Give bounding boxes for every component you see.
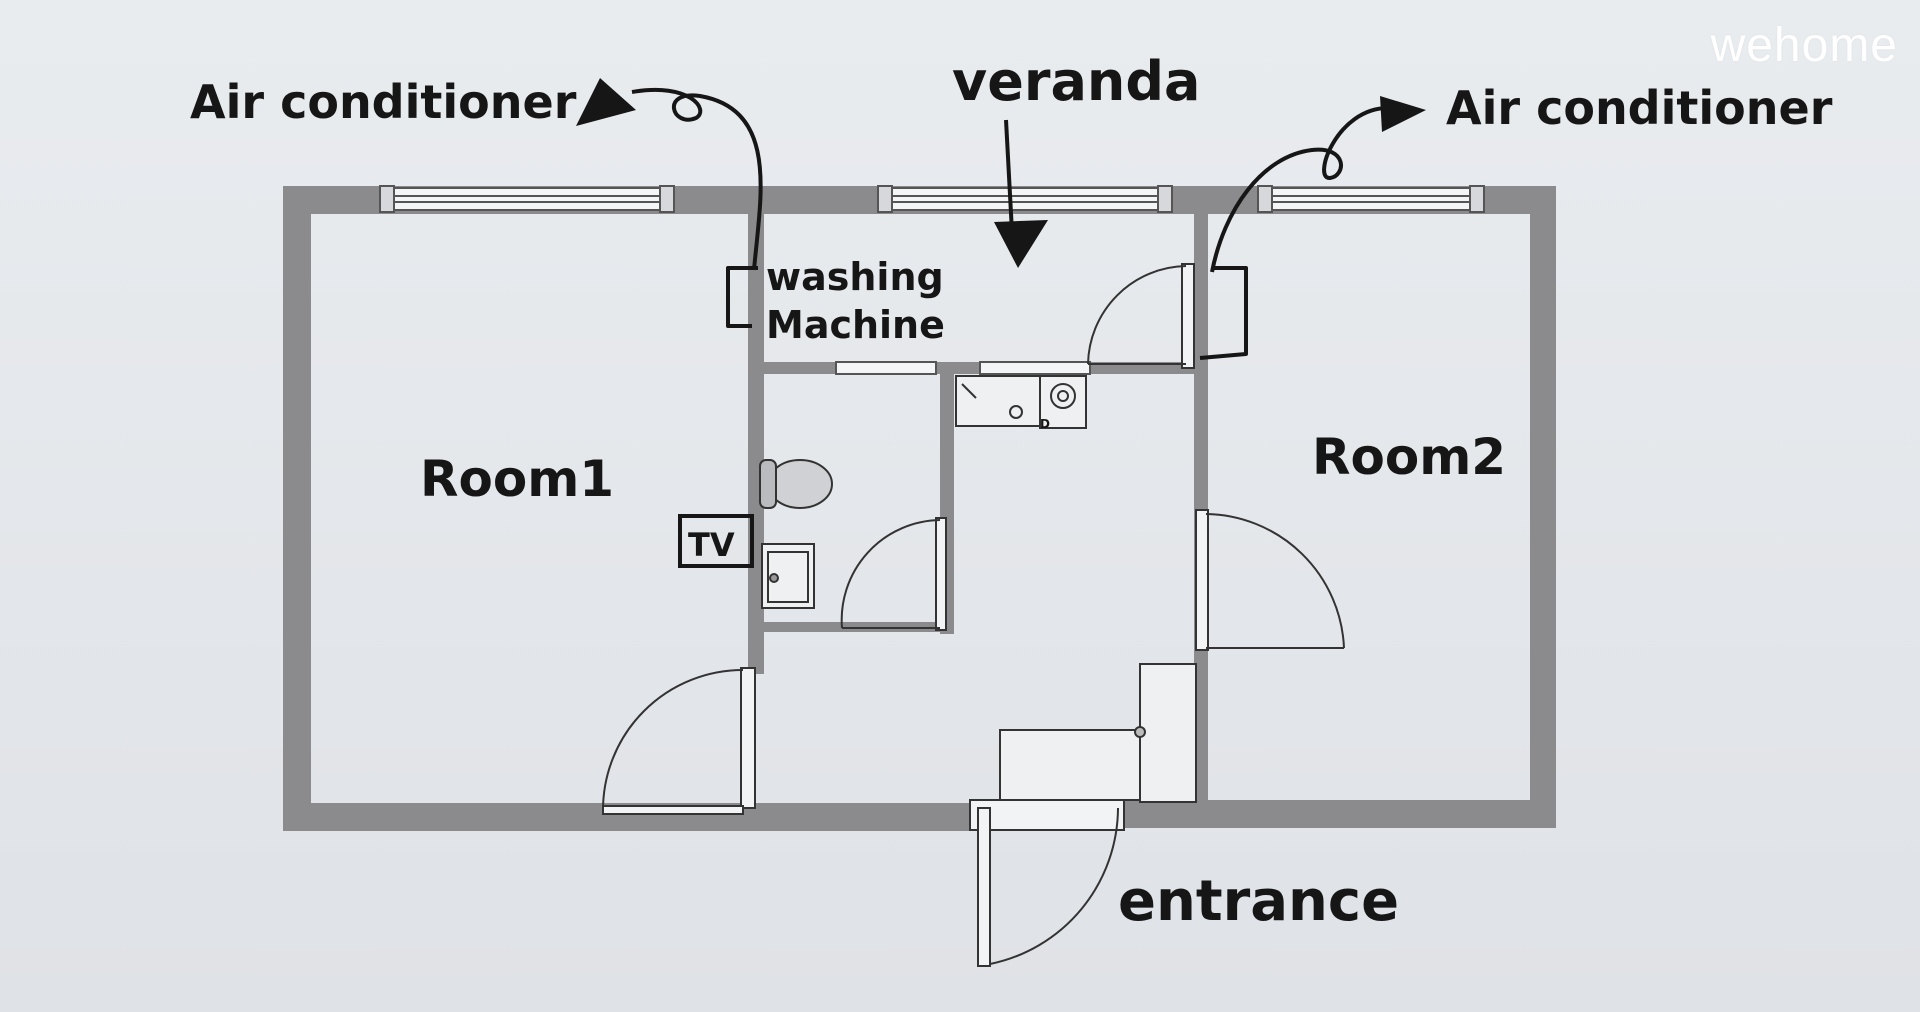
label-veranda: veranda — [952, 50, 1200, 113]
washing-machine-mark — [726, 266, 758, 328]
label-room1: Room1 — [420, 450, 614, 508]
label-room2: Room2 — [1312, 428, 1506, 486]
window-sash-lines — [392, 195, 1472, 203]
door-entrance — [969, 799, 1125, 967]
door-veranda — [1087, 263, 1195, 369]
tv-mark: TV — [678, 514, 754, 568]
door-room1 — [602, 667, 756, 815]
arrow-air-conditioner-right — [1210, 96, 1426, 273]
arrow-veranda — [994, 119, 1048, 268]
window-end-posts — [379, 185, 1485, 213]
stove-mark: D — [1040, 417, 1050, 431]
air-conditioner-wall-unit — [1199, 266, 1248, 360]
kitchen-sink — [955, 375, 1041, 427]
kitchen-stove — [1039, 375, 1087, 429]
label-washing-line2: Machine — [766, 303, 945, 347]
bathroom-sink — [761, 543, 815, 609]
windows-top-wall — [381, 187, 1483, 211]
label-entrance: entrance — [1118, 869, 1399, 934]
door-room2 — [1195, 509, 1345, 651]
label-air-conditioner-left: Air conditioner — [190, 75, 577, 129]
tv-label: TV — [688, 526, 735, 564]
entry-closet — [999, 663, 1197, 803]
toilet — [759, 459, 833, 509]
arrow-air-conditioner-left — [576, 78, 763, 271]
wehome-logo: wehome — [1710, 19, 1898, 72]
label-air-conditioner-right: Air conditioner — [1446, 81, 1833, 135]
door-bathroom — [840, 517, 947, 631]
veranda-inner-window — [835, 361, 1091, 375]
label-washing-line1: washing — [766, 255, 944, 299]
